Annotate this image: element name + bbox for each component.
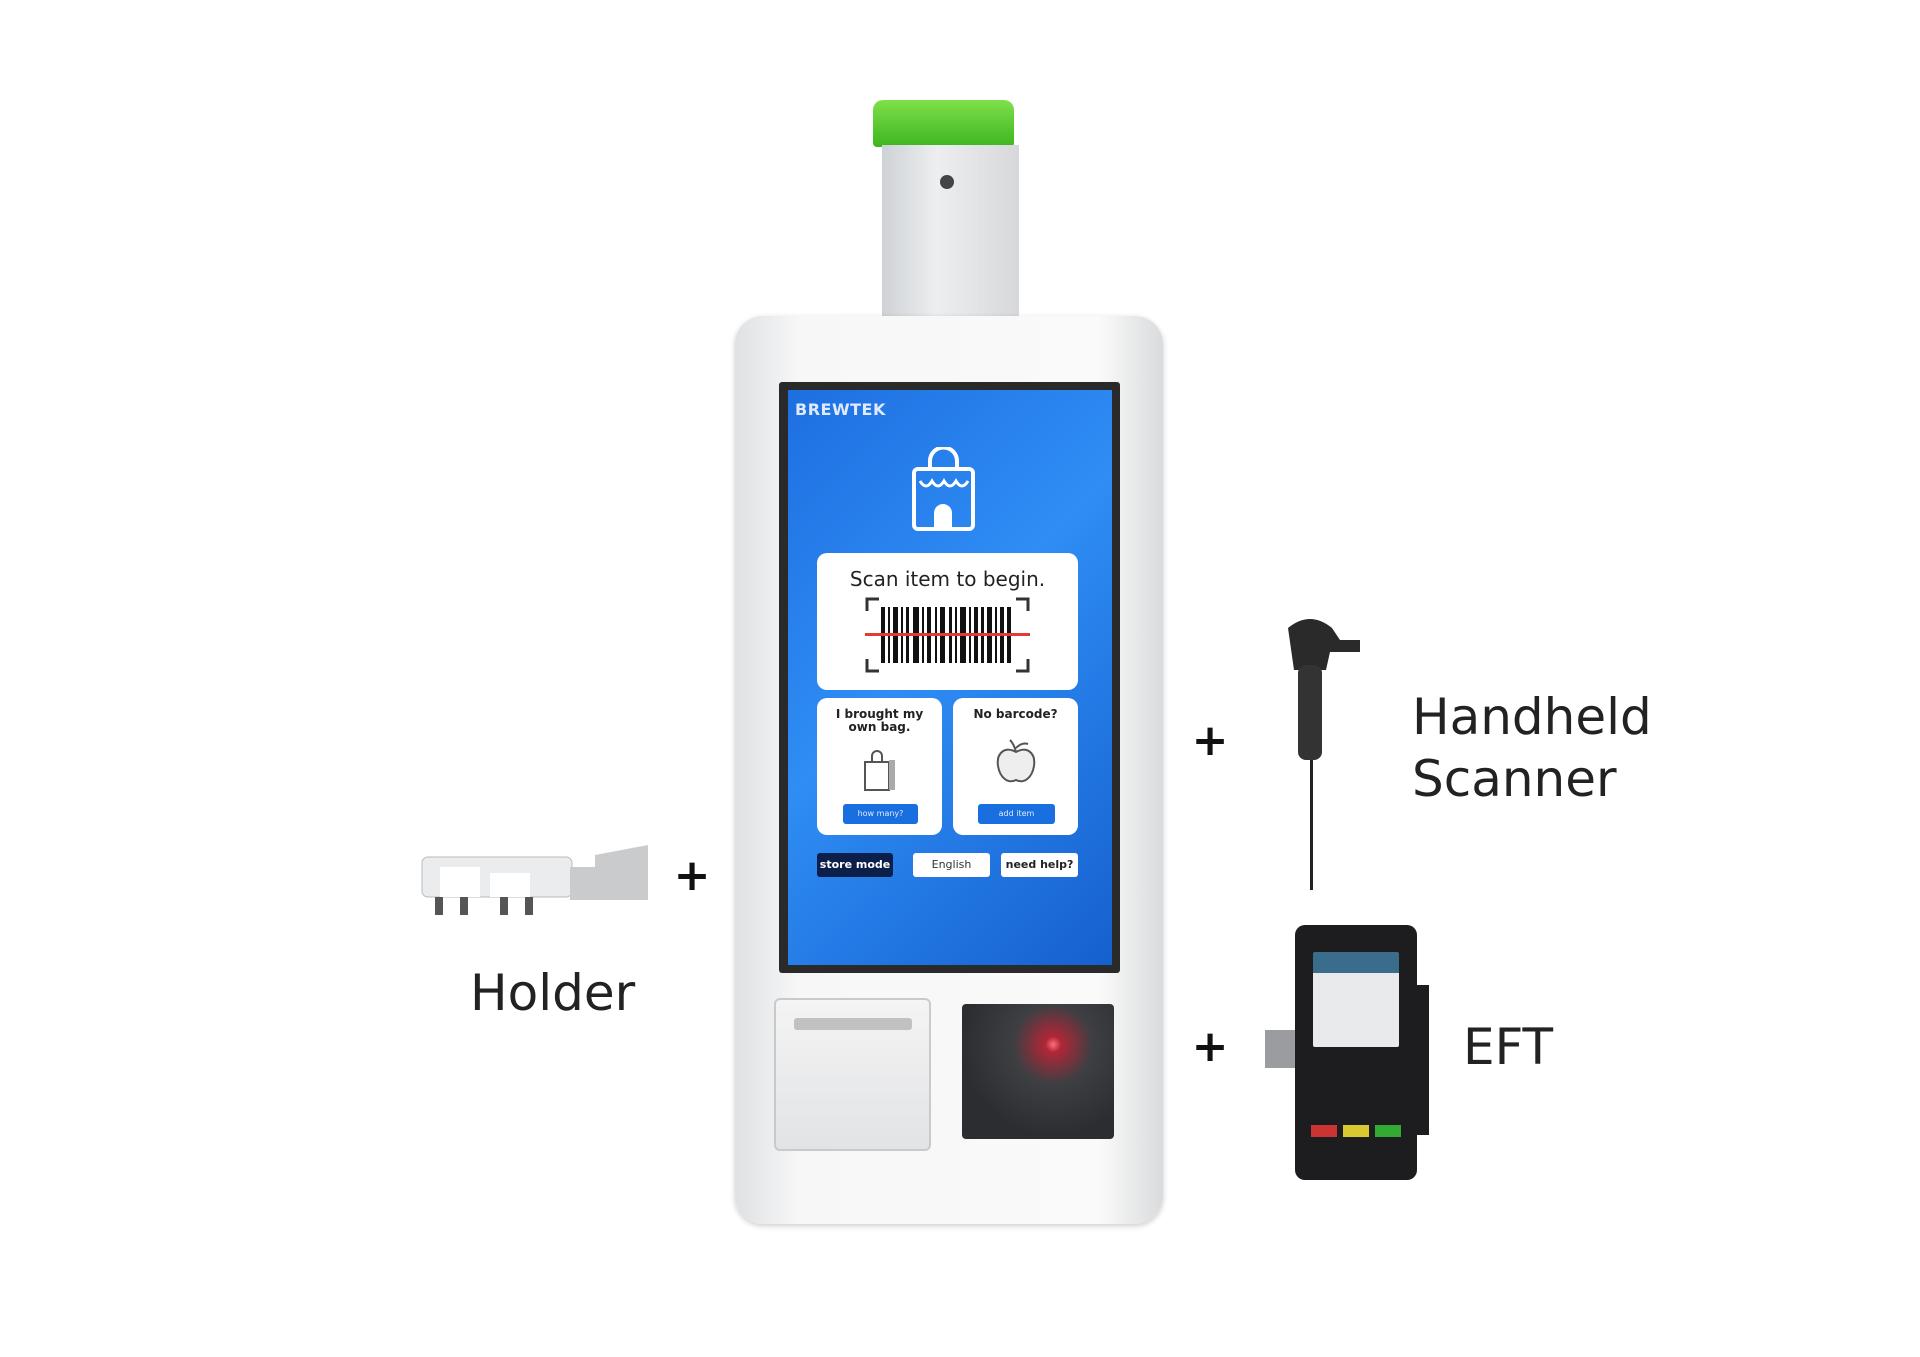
card-slot — [1265, 1030, 1295, 1068]
holder-image — [421, 845, 648, 915]
apple-icon — [996, 739, 1036, 783]
handheld-scanner-image — [1288, 619, 1360, 890]
camera-icon — [940, 175, 954, 189]
plus-sign: + — [673, 850, 711, 901]
eft-label: EFT — [1463, 1018, 1554, 1076]
camera-stem — [882, 145, 1019, 317]
status-light-cap — [873, 100, 1014, 147]
language-button[interactable]: English — [913, 853, 990, 877]
bag-icon — [864, 750, 895, 791]
how-many-button[interactable]: how many? — [843, 804, 918, 824]
barcode-scanner-window — [962, 1004, 1114, 1139]
eft-terminal — [1295, 925, 1417, 1180]
terminal-side-grip — [1417, 985, 1429, 1135]
enter-key[interactable] — [1375, 1125, 1401, 1137]
barcode-icon — [865, 597, 1030, 673]
scan-card[interactable]: Scan item to begin. — [817, 553, 1078, 690]
handheld-label-line1: Handheld — [1412, 688, 1652, 746]
eft-display — [1313, 952, 1399, 1047]
shop-bag-icon — [912, 447, 975, 531]
receipt-printer — [774, 998, 931, 1151]
store-mode-button[interactable]: store mode — [817, 853, 893, 877]
scan-prompt: Scan item to begin. — [849, 567, 1046, 591]
plus-sign: + — [1191, 1021, 1229, 1072]
plus-sign: + — [1191, 715, 1229, 766]
kiosk-screen: BREWTEK Scan item to begin. I brought my… — [788, 390, 1112, 965]
holder-label: Holder — [470, 964, 636, 1022]
no-barcode-title: No barcode? — [973, 707, 1058, 721]
cancel-key[interactable] — [1311, 1125, 1337, 1137]
no-barcode-card[interactable]: No barcode? add item — [953, 698, 1078, 835]
own-bag-title: I brought my own bag. — [835, 707, 924, 734]
own-bag-card[interactable]: I brought my own bag. how many? — [817, 698, 942, 835]
help-button[interactable]: need help? — [1001, 853, 1078, 877]
clear-key[interactable] — [1343, 1125, 1369, 1137]
add-item-button[interactable]: add item — [978, 804, 1055, 824]
handheld-label-line2: Scanner — [1412, 750, 1617, 808]
brand-logo: BREWTEK — [795, 400, 886, 419]
